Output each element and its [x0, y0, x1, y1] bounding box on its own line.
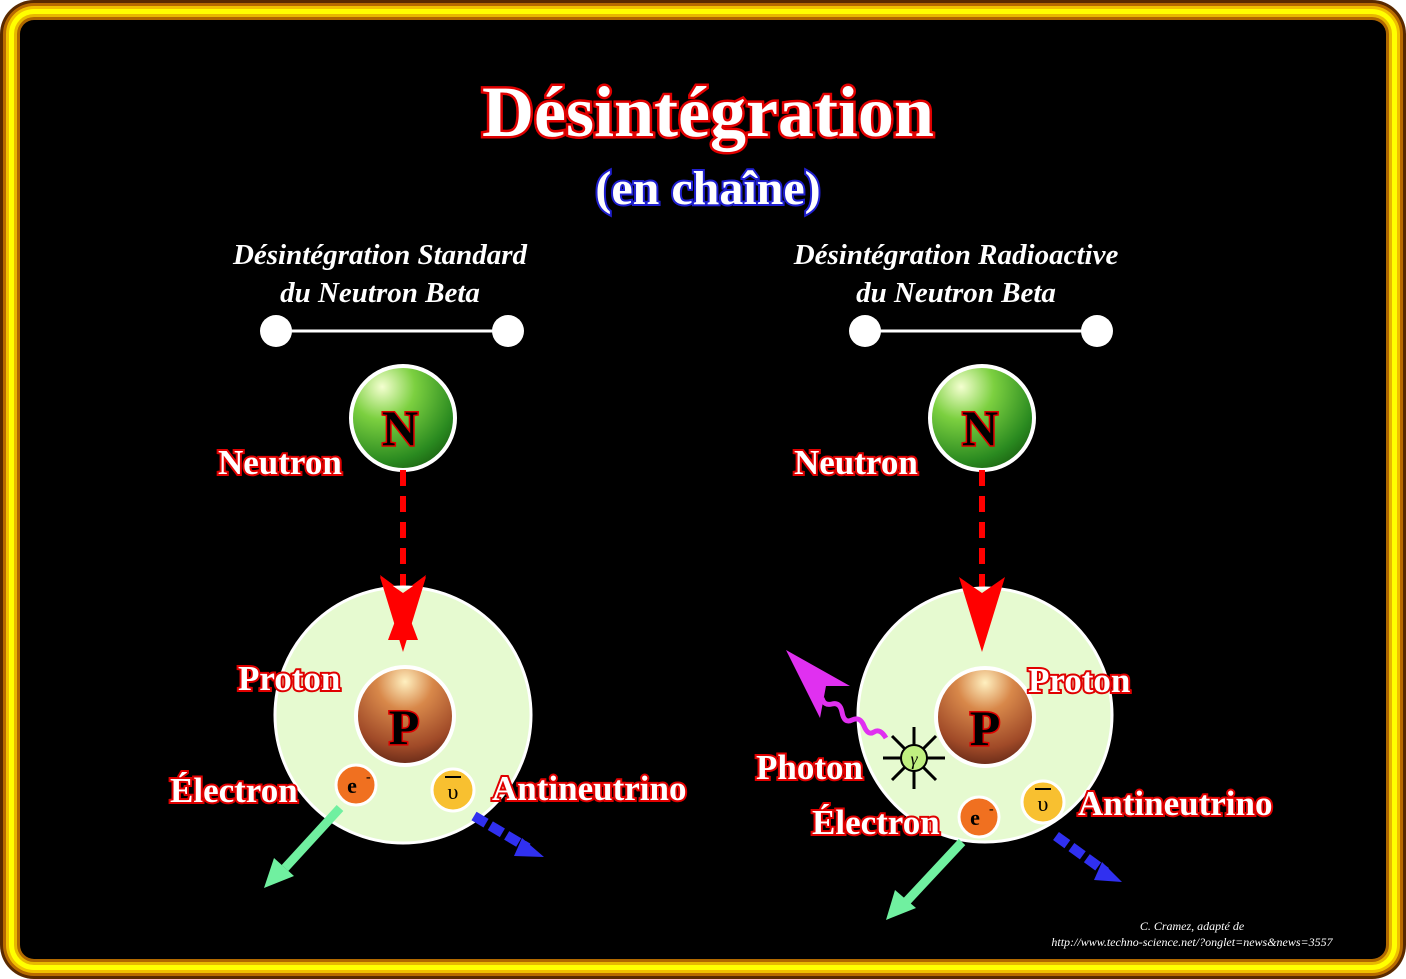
photon-label: Photon: [756, 748, 863, 787]
electron-particle: e -: [957, 795, 1001, 839]
panel-heading-line2: du Neutron Beta: [280, 277, 480, 309]
proton-symbol: P: [389, 699, 420, 755]
antineutrino-particle: υ: [430, 767, 476, 813]
panel-radioactive: Désintégration Radioactive du Neutron Be…: [754, 239, 1274, 920]
electron-particle: e -: [334, 763, 378, 807]
neutron-label: Neutron: [218, 443, 342, 482]
photon-particle: γ: [883, 727, 945, 789]
proton-particle: P: [934, 666, 1036, 768]
canvas: [20, 20, 1386, 959]
photon-wave-arrow: [786, 650, 889, 740]
antineutrino-arrow: [1053, 831, 1122, 882]
antineutrino-symbol: υ: [448, 779, 459, 804]
proton-label: Proton: [238, 659, 340, 698]
electron-charge: -: [366, 770, 371, 785]
antineutrino-particle: υ: [1020, 779, 1066, 825]
neutron-symbol: N: [962, 400, 998, 456]
proton-symbol: P: [970, 700, 1001, 756]
neutron-label: Neutron: [794, 443, 918, 482]
electron-symbol: e: [970, 805, 980, 830]
antineutrino-symbol: υ: [1038, 791, 1049, 816]
proton-particle: P: [354, 665, 456, 767]
electron-label: Électron: [170, 771, 298, 810]
credit-author: C. Cramez, adapté de: [1140, 919, 1245, 933]
photon-symbol: γ: [910, 749, 918, 769]
electron-arrow: [886, 838, 966, 920]
electron-arrow: [264, 804, 344, 888]
electron-symbol: e: [347, 773, 357, 798]
panel-heading-line1: Désintégration Standard: [232, 239, 528, 271]
dumbbell-divider: [260, 315, 524, 347]
antineutrino-arrow: [471, 811, 544, 857]
electron-label: Électron: [812, 803, 940, 842]
neutron-particle: N: [349, 364, 457, 472]
decay-arrow-head: [959, 577, 1005, 652]
electron-charge: -: [989, 802, 994, 817]
antineutrino-label: Antineutrino: [492, 769, 686, 808]
credit-source-url: http://www.techno-science.net/?onglet=ne…: [1051, 935, 1333, 949]
proton-label: Proton: [1028, 661, 1130, 700]
subtitle: (en chaîne): [595, 162, 820, 215]
main-title: Désintégration: [482, 72, 934, 152]
panel-heading-line1: Désintégration Radioactive: [793, 239, 1119, 271]
dumbbell-divider: [849, 315, 1113, 347]
neutron-particle: N: [928, 364, 1036, 472]
neutron-symbol: N: [382, 400, 418, 456]
antineutrino-label: Antineutrino: [1078, 784, 1272, 823]
panel-heading-line2: du Neutron Beta: [856, 277, 1056, 309]
panel-standard: Désintégration Standard du Neutron Beta …: [168, 239, 688, 888]
